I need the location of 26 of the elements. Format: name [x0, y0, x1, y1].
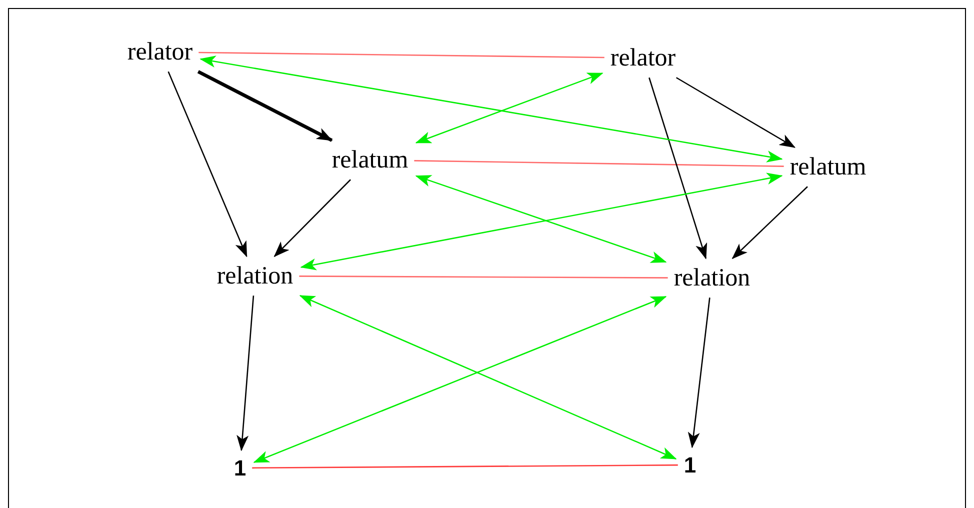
arrow: [299, 295, 677, 460]
connector-line: [252, 464, 678, 469]
node-label: relatum: [332, 145, 408, 176]
arrow: [236, 296, 254, 452]
node-label: relation: [216, 261, 294, 292]
node-label: 1: [684, 451, 696, 479]
arrow: [688, 298, 710, 448]
node-label: relator: [610, 43, 676, 74]
arrow: [274, 179, 351, 258]
arrow: [648, 77, 708, 260]
arrow: [732, 186, 808, 260]
node-label: 1: [234, 454, 246, 482]
connector-line: [198, 52, 604, 58]
node-label: relator: [127, 37, 193, 68]
connector-line: [414, 160, 784, 167]
connector-line: [299, 276, 668, 278]
arrow: [300, 172, 783, 270]
arrow: [415, 175, 667, 263]
arrow: [676, 77, 796, 148]
arrow: [253, 296, 667, 463]
arrow: [415, 72, 604, 144]
arrow: [200, 56, 783, 162]
arrow: [197, 70, 333, 142]
node-label: relatum: [790, 152, 866, 182]
node-label: relation: [674, 263, 750, 294]
arrow: [168, 71, 248, 258]
